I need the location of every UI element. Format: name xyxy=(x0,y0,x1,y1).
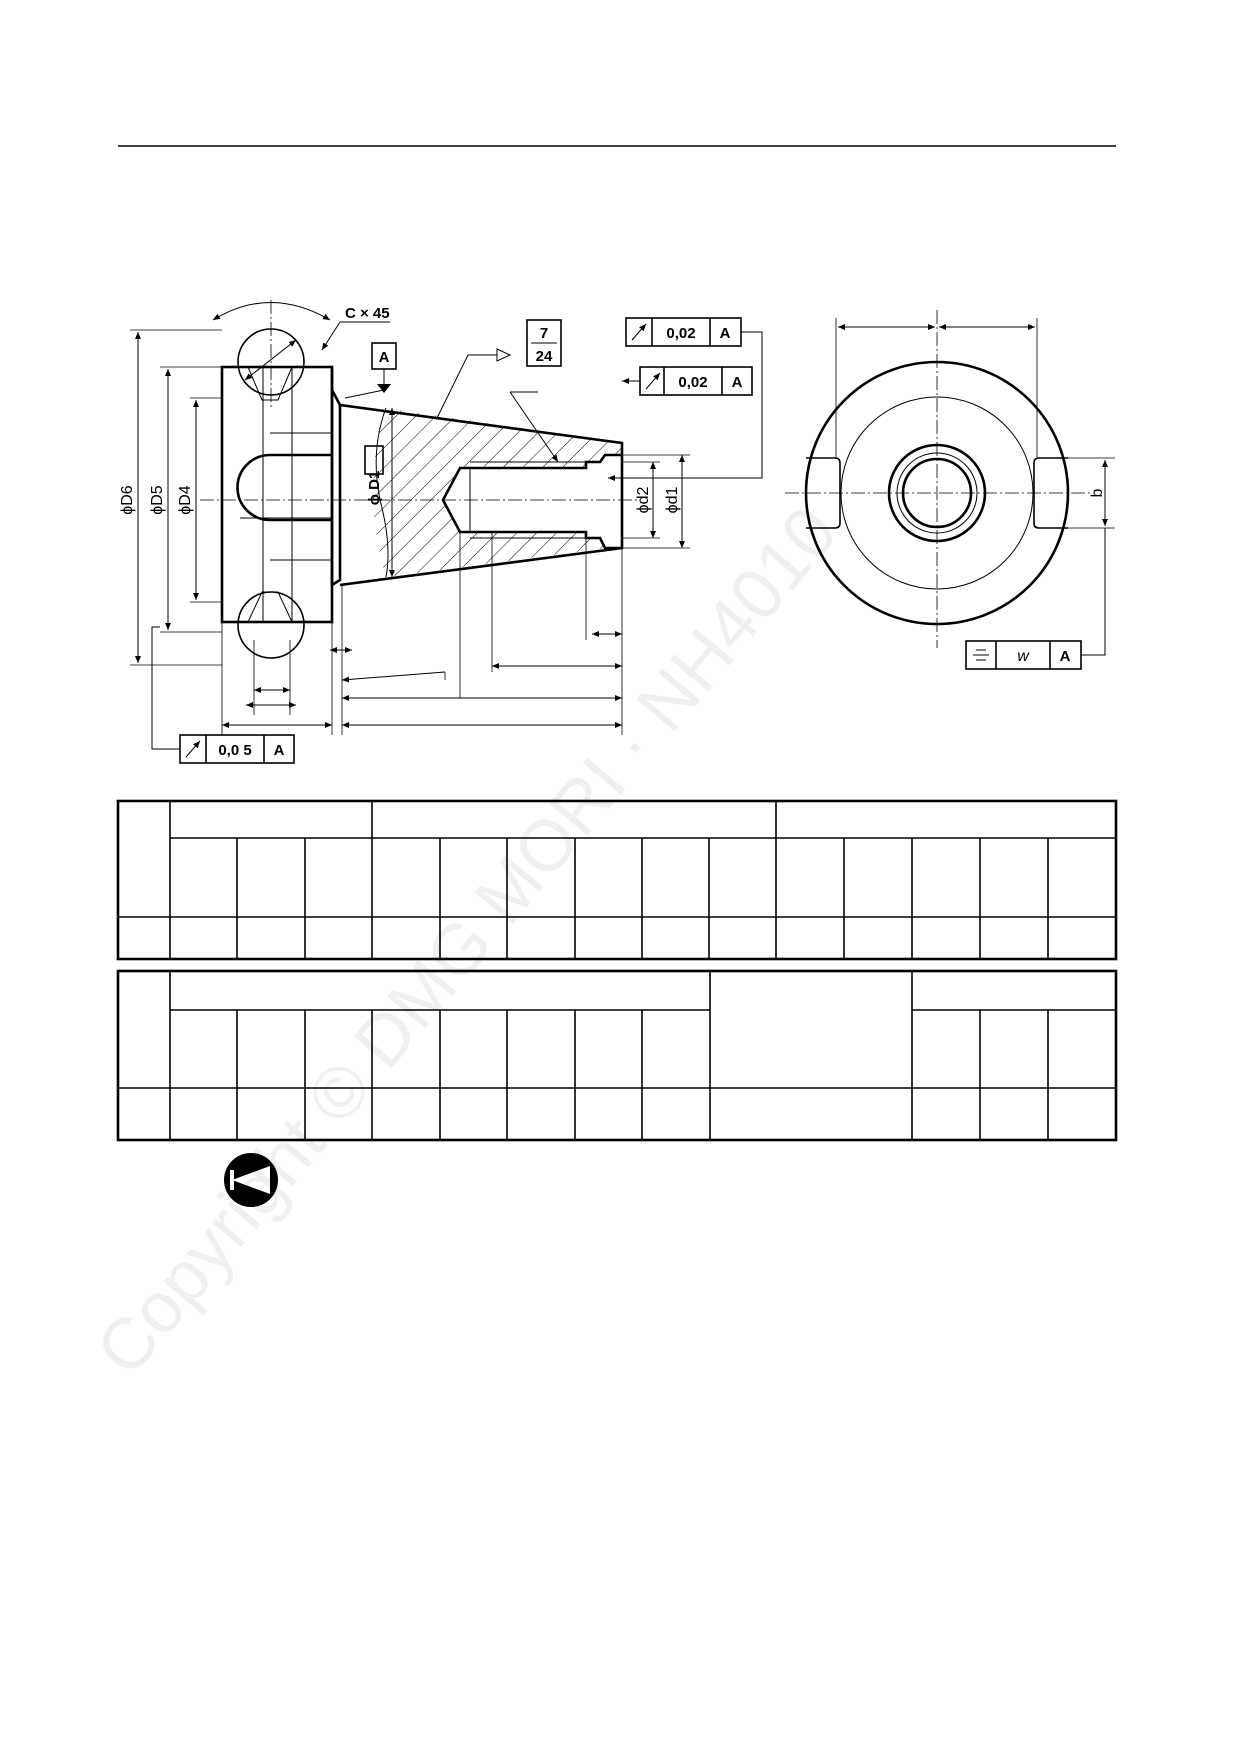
dim-phi-d2: ϕd2 xyxy=(635,487,652,514)
runout-frame-mid: 0,02 A xyxy=(622,366,753,396)
symmetry-frame: w A xyxy=(965,528,1106,670)
dim-b: b xyxy=(1089,488,1106,497)
datum-a-label: A xyxy=(379,349,390,366)
taper-ratio-denominator: 24 xyxy=(536,348,553,365)
svg-text:0,02: 0,02 xyxy=(678,374,707,391)
svg-text:0,02: 0,02 xyxy=(666,325,695,342)
svg-text:w: w xyxy=(1017,648,1030,665)
front-view: b w A xyxy=(785,310,1115,670)
svg-text:A: A xyxy=(274,742,285,759)
runout-frame-bottom: 0,0 5 A xyxy=(151,626,295,764)
spec-table-1 xyxy=(116,799,1118,961)
dim-phi-d1: ϕd1 xyxy=(664,487,681,514)
side-view: A C × 45 7 24 0,02 A xyxy=(119,300,763,764)
dim-phi-D6: ϕD6 xyxy=(119,485,136,515)
runout-frame-top: 0,02 A xyxy=(608,317,763,481)
spec-table-2 xyxy=(116,969,1118,1142)
watermark: Copyright © DMG MORI · NH4010 xyxy=(81,492,853,1390)
dim-phi-D5: ϕD5 xyxy=(149,485,166,515)
taper-ratio-numerator: 7 xyxy=(540,325,548,342)
svg-text:0,0 5: 0,0 5 xyxy=(218,742,251,759)
chamfer-label: C × 45 xyxy=(345,305,390,322)
svg-text:A: A xyxy=(720,325,731,342)
gripper-ball-bottom xyxy=(237,591,305,659)
dim-phi-D4: ϕD4 xyxy=(177,485,194,515)
svg-text:A: A xyxy=(1060,648,1071,665)
svg-text:A: A xyxy=(732,374,743,391)
warning-pointer-icon xyxy=(224,1153,278,1207)
dim-phi-D1: ϕ D1 xyxy=(366,471,383,506)
